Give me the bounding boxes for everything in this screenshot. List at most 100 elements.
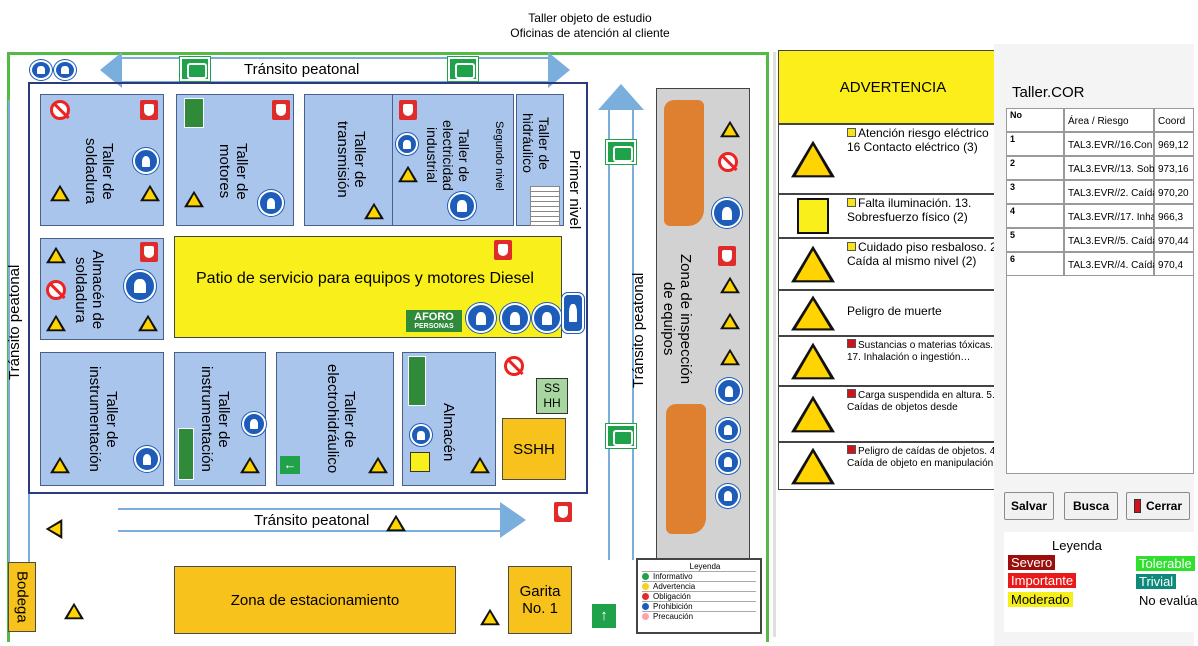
room-label: Almacén de soldadura <box>72 250 106 330</box>
table-cell[interactable]: TAL3.EVR//13. Sob <box>1064 156 1155 180</box>
app-title: Taller.COR <box>1012 84 1085 101</box>
transit-bottom-label: Tránsito peatonal <box>254 512 370 529</box>
legend-trivial: Trivial <box>1136 574 1177 589</box>
sign-row-text: Falta iluminación. 13. Sobresfuerzo físi… <box>847 196 1003 224</box>
mandatory-icon <box>410 424 432 446</box>
prohibition-icon <box>46 280 66 300</box>
table-header-cell[interactable]: No <box>1006 108 1064 132</box>
map-legend-label: Precaución <box>653 612 694 621</box>
aforo-sign-icon: AFORO PERSONAS <box>406 310 462 332</box>
risk-marker-icon <box>847 242 856 251</box>
table-cell[interactable]: 966,3 <box>1154 204 1194 228</box>
bodega-label: Bodega <box>13 571 31 623</box>
sign-row-text: Carga suspendida en altura. 5. Caídas de… <box>847 389 1003 414</box>
mandatory-icon <box>532 303 562 333</box>
transit-top-head-right <box>548 52 570 88</box>
table-cell[interactable]: TAL3.EVR//16.Con <box>1064 132 1154 156</box>
mandatory-icon <box>396 133 418 155</box>
legend-swatch-icon <box>642 573 649 580</box>
sign-row: Falta iluminación. 13. Sobresfuerzo físi… <box>778 194 1008 238</box>
mandatory-icon <box>54 60 76 80</box>
sign-row-label: Carga suspendida en altura. 5. Caídas de… <box>847 390 995 413</box>
sign-row-label: Peligro de caídas de objetos. 4. Caída d… <box>847 446 999 469</box>
table-cell[interactable]: 970,44 <box>1154 228 1194 252</box>
legend-swatch-icon <box>642 613 649 620</box>
stairs-icon <box>530 186 560 226</box>
loader-vehicle-icon <box>664 100 704 226</box>
warning-triangle-icon <box>783 243 843 285</box>
table-cell[interactable]: 6 <box>1006 252 1064 276</box>
mandatory-icon <box>716 378 742 404</box>
map-legend-label: Obligación <box>653 592 691 601</box>
room-label: Almacén <box>440 402 457 462</box>
aforo-label: AFORO <box>414 311 454 323</box>
sign-row-text: Peligro de muerte <box>847 304 1003 319</box>
table-cell[interactable]: 969,12 <box>1154 132 1194 156</box>
exit-sign-icon <box>606 140 636 164</box>
table-cell[interactable]: 970,4 <box>1154 252 1194 276</box>
mandatory-icon <box>124 270 156 302</box>
primer-nivel-label: Primer nivel <box>566 150 583 230</box>
table-cell[interactable]: 2 <box>1006 156 1064 180</box>
transit-bottom-arrow <box>118 508 502 532</box>
table-cell[interactable]: TAL3.EVR//17. Inha <box>1064 204 1156 228</box>
map-header: Taller objeto de estudio Oficinas de ate… <box>440 11 740 41</box>
table-cell[interactable]: TAL3.EVR//4. Caída <box>1064 252 1158 276</box>
risk-marker-icon <box>847 389 856 398</box>
legend-moderado: Moderado <box>1008 592 1073 607</box>
prohibition-icon <box>504 356 524 376</box>
exit-sign-icon <box>448 57 478 81</box>
light-bulb-icon <box>783 198 843 234</box>
save-button[interactable]: Salvar <box>1004 492 1054 520</box>
sign-row-label: Cuidado piso resbaloso. 2. Caída al mism… <box>847 240 1001 268</box>
table-cell[interactable]: 5 <box>1006 228 1064 252</box>
garita-room: Garita No. 1 <box>508 566 572 634</box>
warning-light-icon <box>410 452 430 472</box>
warning-triangle-icon <box>783 391 843 437</box>
table-cell[interactable]: TAL3.EVR//5. Caída <box>1064 228 1158 252</box>
warning-triangle-icon <box>783 295 843 331</box>
close-button[interactable]: Cerrar <box>1126 492 1190 520</box>
transit-top-head-left <box>100 52 122 88</box>
mandatory-icon <box>716 484 740 508</box>
prohibition-icon <box>718 152 738 172</box>
legend-importante: Importante <box>1008 573 1077 588</box>
mandatory-icon <box>258 190 284 216</box>
fire-extinguisher-icon <box>140 242 158 262</box>
sign-row: Sustancias o materias tóxicas. 17. Inhal… <box>778 336 1008 386</box>
advertencia-header: ADVERTENCIA <box>778 50 1008 124</box>
fire-extinguisher-icon <box>718 246 736 266</box>
room-label: Taller de electrohidráulico <box>324 364 358 474</box>
table-cell[interactable]: 970,20 <box>1154 180 1194 204</box>
aforo-sub-label: PERSONAS <box>414 323 454 330</box>
mandatory-icon <box>133 148 159 174</box>
warning-triangle-icon <box>783 129 843 189</box>
table-cell[interactable]: 4 <box>1006 204 1064 228</box>
mandatory-icon <box>30 60 52 80</box>
sign-row: Peligro de muerte <box>778 290 1008 336</box>
mandatory-icon <box>134 446 160 472</box>
table-cell[interactable]: 973,16 <box>1154 156 1194 180</box>
table-cell[interactable]: 1 <box>1006 132 1064 156</box>
map-legend-item: Precaución <box>642 611 756 621</box>
close-icon <box>1133 499 1141 513</box>
search-button[interactable]: Busca <box>1064 492 1118 520</box>
mandatory-icon <box>242 412 266 436</box>
building-outline <box>28 82 588 494</box>
transit-right-arrow <box>608 108 634 560</box>
aforo-sign-icon <box>408 356 426 406</box>
table-header-cell[interactable]: Área / Riesgo <box>1064 108 1154 132</box>
table-cell[interactable]: 3 <box>1006 180 1064 204</box>
prohibition-icon <box>50 100 70 120</box>
sshh-room: SSHH <box>502 418 566 480</box>
map-legend-item: Advertencia <box>642 581 756 591</box>
room-label: Taller de instrumentación <box>198 366 232 472</box>
table-cell[interactable]: TAL3.EVR//2. Caída <box>1064 180 1158 204</box>
mandatory-icon <box>500 303 530 333</box>
zona-inspeccion-label: Zona de inspección de equipos <box>660 253 694 385</box>
header-line-1: Taller objeto de estudio <box>528 11 652 25</box>
legend-swatch-icon <box>642 593 649 600</box>
transit-left-label: Tránsito peatonal <box>6 264 23 380</box>
bodega-room: Bodega <box>8 562 36 632</box>
table-header-cell[interactable]: Coord <box>1154 108 1194 132</box>
